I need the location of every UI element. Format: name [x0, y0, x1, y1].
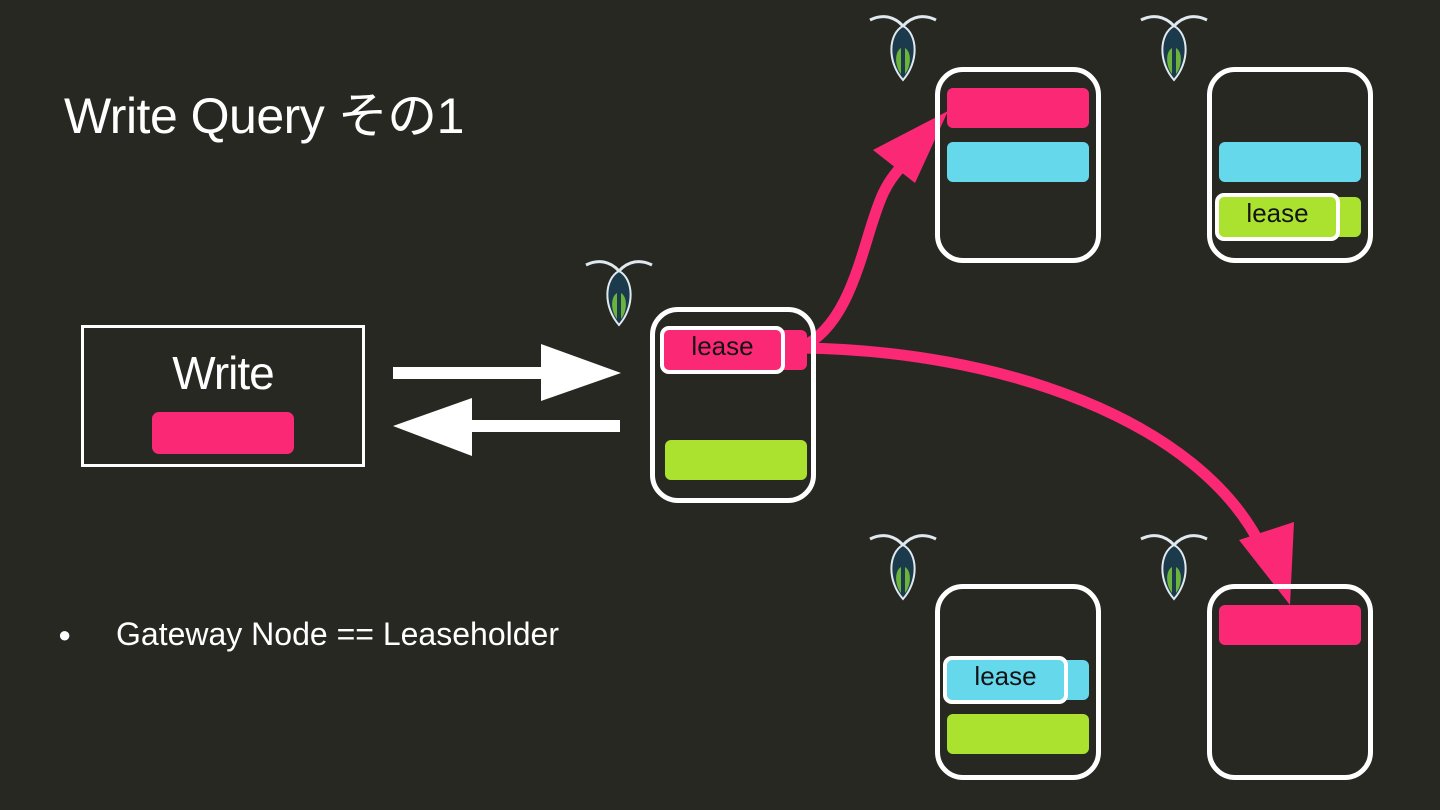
node-top-right: lease — [1207, 67, 1373, 263]
node-top-left — [935, 67, 1101, 263]
green-range-replica — [665, 440, 807, 480]
pink-range-replica — [1219, 605, 1361, 645]
replication-arrow-top — [794, 111, 948, 354]
client-write-box: Write — [81, 325, 365, 467]
bullet-text: Gateway Node == Leaseholder — [116, 616, 559, 652]
cyan-range-replica — [1219, 142, 1361, 182]
bullet-item: ● Gateway Node == Leaseholder — [58, 614, 559, 655]
cockroach-logo-icon — [869, 15, 937, 82]
request-arrow — [393, 344, 621, 401]
node-bottom-right — [1207, 584, 1373, 780]
lease-badge: lease — [1215, 193, 1340, 241]
cockroach-logo-icon — [1140, 15, 1208, 82]
cockroach-logo-icon — [1140, 534, 1208, 601]
slide-title: Write Query その1 — [64, 88, 465, 144]
pink-range-replica — [947, 88, 1089, 128]
lease-badge: lease — [660, 326, 785, 374]
bullet-symbol: ● — [58, 622, 72, 647]
write-data-bar — [152, 412, 294, 454]
cockroach-logo-icon — [585, 260, 653, 327]
lease-badge: lease — [943, 656, 1068, 704]
write-label: Write — [172, 347, 275, 399]
response-arrow — [393, 398, 620, 456]
cockroach-logo-icon — [869, 534, 937, 601]
gateway-node: lease — [650, 307, 816, 503]
node-bottom-left: lease — [935, 584, 1101, 780]
cyan-range-replica — [947, 142, 1089, 182]
green-range-replica — [947, 714, 1089, 754]
